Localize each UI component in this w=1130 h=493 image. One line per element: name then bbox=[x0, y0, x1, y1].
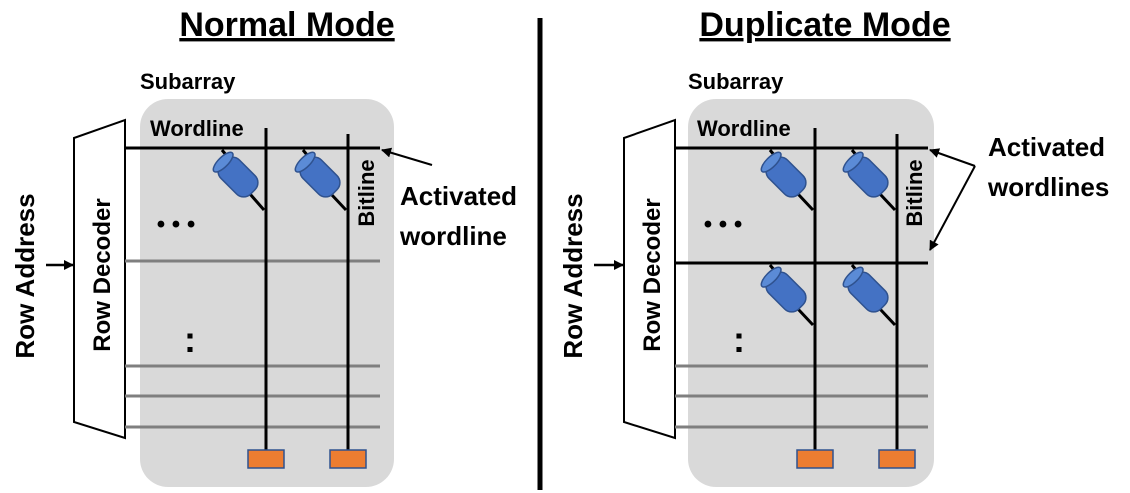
bitline-label: Bitline bbox=[354, 159, 379, 226]
activated-arrow bbox=[929, 165, 976, 251]
activated-arrow bbox=[381, 147, 433, 166]
memory-cell bbox=[212, 149, 266, 211]
activated-label-line1: Activated bbox=[988, 132, 1105, 162]
activated-label-line2: wordline bbox=[399, 221, 507, 251]
normal-mode-title: Normal Mode bbox=[179, 6, 394, 44]
activated-arrow bbox=[929, 148, 976, 167]
wordline-label: Wordline bbox=[150, 116, 244, 141]
subarray-label: Subarray bbox=[140, 69, 236, 94]
sense-amplifier bbox=[878, 449, 916, 469]
duplicate-mode-title: Duplicate Mode bbox=[699, 6, 950, 44]
sense-amplifier bbox=[247, 449, 285, 469]
memory-cell bbox=[760, 149, 815, 212]
vertical-ellipsis: : bbox=[184, 319, 196, 360]
row-decoder bbox=[73, 118, 126, 440]
memory-cell bbox=[842, 264, 897, 327]
sense-amplifier bbox=[796, 449, 834, 469]
duplicate-mode-panel: Duplicate Mode Subarray Row Decoder Row … bbox=[558, 6, 1109, 487]
wordline-label: Wordline bbox=[697, 116, 791, 141]
horizontal-ellipsis: • • • bbox=[157, 211, 196, 238]
memory-cell bbox=[842, 149, 897, 212]
row-decoder bbox=[623, 118, 676, 440]
activated-label-line1: Activated bbox=[400, 181, 517, 211]
horizontal-ellipsis: • • • bbox=[704, 211, 743, 238]
subarray-label: Subarray bbox=[688, 69, 784, 94]
row-address-label: Row Address bbox=[10, 193, 40, 358]
vertical-ellipsis: : bbox=[733, 319, 745, 360]
normal-mode-panel: Normal Mode Subarray Row Decoder Row Add… bbox=[10, 6, 517, 487]
row-decoder-label: Row Decoder bbox=[89, 198, 116, 351]
row-decoder-label: Row Decoder bbox=[639, 198, 666, 351]
sense-amplifier bbox=[329, 449, 367, 469]
row-address-label: Row Address bbox=[558, 193, 588, 358]
memory-cell bbox=[294, 149, 348, 212]
bitline-label: Bitline bbox=[902, 159, 927, 226]
activated-label-line2: wordlines bbox=[987, 172, 1109, 202]
memory-cell bbox=[760, 264, 815, 327]
